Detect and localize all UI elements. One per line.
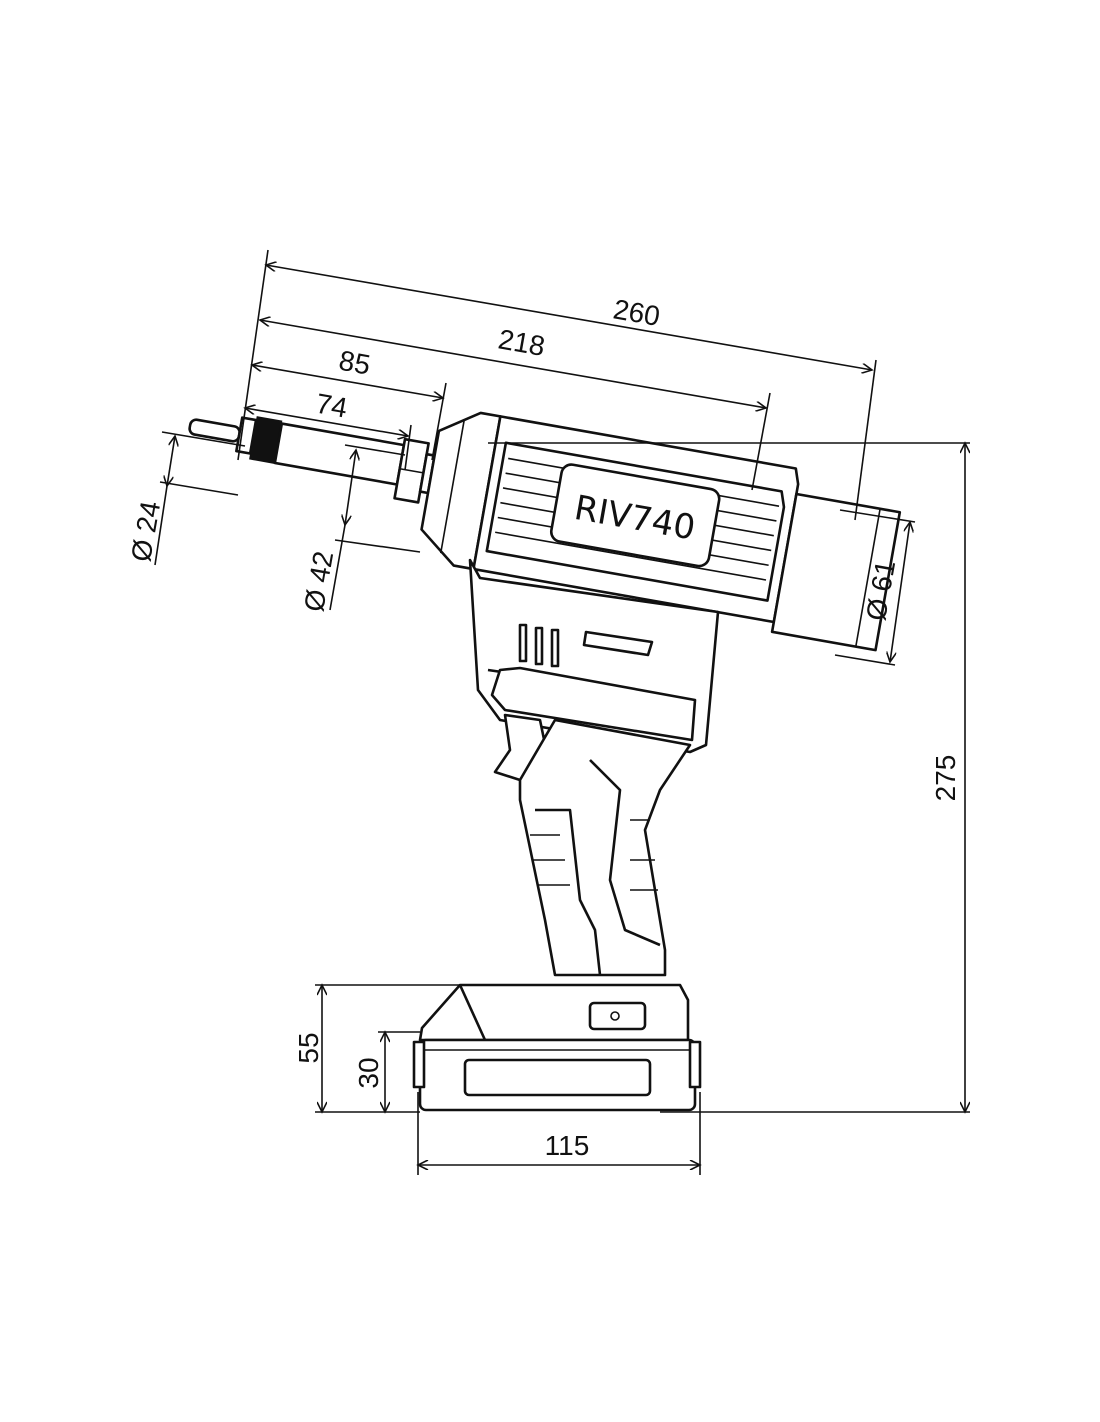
dim-d42	[345, 450, 356, 525]
battery-latch	[588, 1001, 647, 1031]
label-218: 218	[496, 323, 547, 362]
product-label-plate	[549, 463, 721, 568]
tool-head: RIV740	[188, 411, 902, 652]
battery-indicator-icon	[518, 623, 654, 668]
dim-85	[252, 365, 443, 398]
label-275: 275	[930, 755, 961, 802]
label-74: 74	[314, 388, 350, 424]
label-55: 55	[293, 1032, 324, 1063]
dim-d24	[167, 436, 175, 486]
handle-grip	[518, 718, 692, 977]
rivet-tool-drawing: RIV740	[188, 411, 902, 1112]
label-d42: Ø 42	[298, 549, 339, 614]
dim-74	[245, 408, 408, 436]
dim-d61	[890, 522, 910, 662]
grip-ribs	[530, 819, 658, 891]
label-30: 30	[353, 1057, 384, 1088]
dimension-lines	[154, 249, 970, 1175]
label-d24: Ø 24	[125, 499, 166, 564]
dim-218	[260, 320, 766, 408]
mandrel-pin	[188, 418, 241, 443]
trigger-guard	[490, 666, 697, 742]
label-115: 115	[545, 1130, 590, 1161]
battery-pack	[412, 983, 702, 1112]
label-85: 85	[337, 345, 373, 381]
battery-label-area	[463, 1058, 652, 1097]
rear-cylinder	[770, 492, 902, 652]
